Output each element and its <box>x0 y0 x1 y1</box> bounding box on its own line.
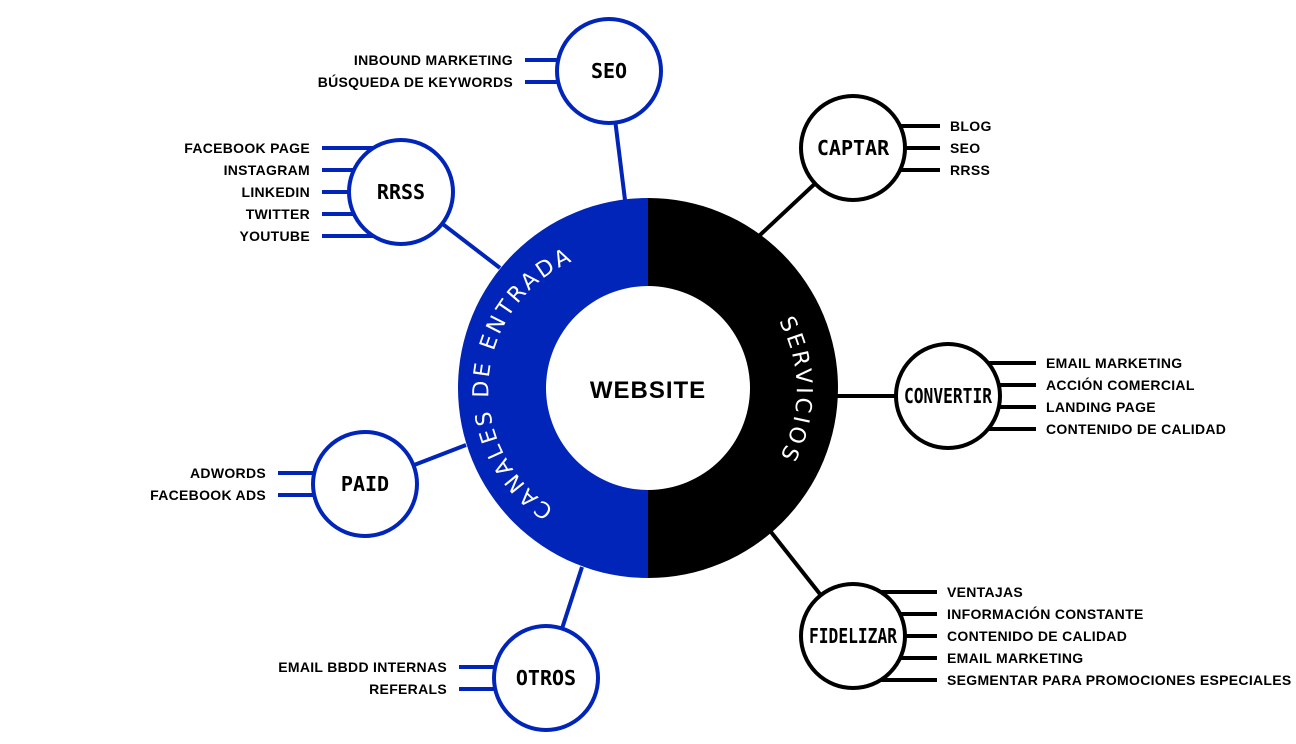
connector-rrss <box>441 222 502 270</box>
branch-captar: BLOG SEO RRSS CAPTAR <box>799 94 992 202</box>
leaf-label: INFORMACIÓN CONSTANTE <box>947 605 1144 622</box>
leaf-label: LINKEDIN <box>241 184 310 200</box>
leaf-label: YOUTUBE <box>239 228 310 244</box>
node-circle-rrss <box>347 138 455 246</box>
branch-rrss: FACEBOOK PAGE INSTAGRAM LINKEDIN TWITTER YOU… <box>184 138 455 246</box>
connector-seo <box>613 122 627 201</box>
branch-paid: ADWORDS FACEBOOK ADS PAID <box>150 430 419 538</box>
connector-lines <box>412 122 896 630</box>
branch-otros: EMAIL BBDD INTERNAS REFERALS OTROS <box>278 624 600 732</box>
leaf-label: ACCIÓN COMERCIAL <box>1046 376 1195 393</box>
leaf-label: CONTENIDO DE CALIDAD <box>947 628 1127 644</box>
leaf-label: LANDING PAGE <box>1046 399 1156 415</box>
connector-captar <box>757 182 817 238</box>
node-label-paid: PAID <box>341 472 389 496</box>
branch-seo: INBOUND MARKETING BÚSQUEDA DE KEYWORDS SEO <box>318 17 663 125</box>
node-label-fidelizar: FIDELIZAR <box>809 624 898 648</box>
leaf-label: INSTAGRAM <box>224 162 310 178</box>
leaf-label: FACEBOOK ADS <box>150 487 266 503</box>
branch-fidelizar: VENTAJAS INFORMACIÓN CONSTANTE CONTENIDO D… <box>799 582 1292 690</box>
node-label-seo: SEO <box>591 59 627 83</box>
leaf-label: REFERALS <box>369 681 447 697</box>
node-label-captar: CAPTAR <box>817 136 890 160</box>
node-circle-captar <box>799 94 907 202</box>
connector-otros <box>560 566 584 630</box>
connector-paid <box>412 443 467 468</box>
center-label: WEBSITE <box>590 377 706 404</box>
node-circle-paid <box>311 430 419 538</box>
leaf-label: EMAIL BBDD INTERNAS <box>278 659 447 675</box>
ring-right-half <box>648 198 838 578</box>
leaf-label: VENTAJAS <box>947 584 1023 600</box>
node-label-convertir: CONVERTIR <box>904 384 993 408</box>
leaf-label: EMAIL MARKETING <box>947 650 1083 666</box>
connector-fidelizar <box>769 530 823 597</box>
node-circle-fidelizar <box>799 582 907 690</box>
node-circle-seo <box>555 17 663 125</box>
node-label-otros: OTROS <box>516 666 576 690</box>
leaf-label: FACEBOOK PAGE <box>184 140 310 156</box>
node-circle-otros <box>492 624 600 732</box>
leaf-label: SEGMENTAR PARA PROMOCIONES ESPECIALES <box>947 672 1292 688</box>
branch-convertir: EMAIL MARKETING ACCIÓN COMERCIAL LANDING P… <box>894 342 1226 450</box>
leaf-label: ADWORDS <box>190 465 266 481</box>
leaf-label: RRSS <box>950 162 990 178</box>
ring-left-half <box>458 198 648 578</box>
node-circle-convertir <box>894 342 1002 450</box>
central-ring: CANALES DE ENTRADA SERVICIOS WEBSITE <box>458 198 838 578</box>
leaf-label: EMAIL MARKETING <box>1046 355 1182 371</box>
leaf-label: SEO <box>950 140 980 156</box>
leaf-label: BLOG <box>950 118 992 134</box>
leaf-label: TWITTER <box>246 206 310 222</box>
leaf-label: INBOUND MARKETING <box>354 52 513 68</box>
branch-nodes: INBOUND MARKETING BÚSQUEDA DE KEYWORDS SEO… <box>150 17 1292 732</box>
leaf-label: CONTENIDO DE CALIDAD <box>1046 421 1226 437</box>
node-label-rrss: RRSS <box>377 180 425 204</box>
leaf-label: BÚSQUEDA DE KEYWORDS <box>318 73 513 90</box>
